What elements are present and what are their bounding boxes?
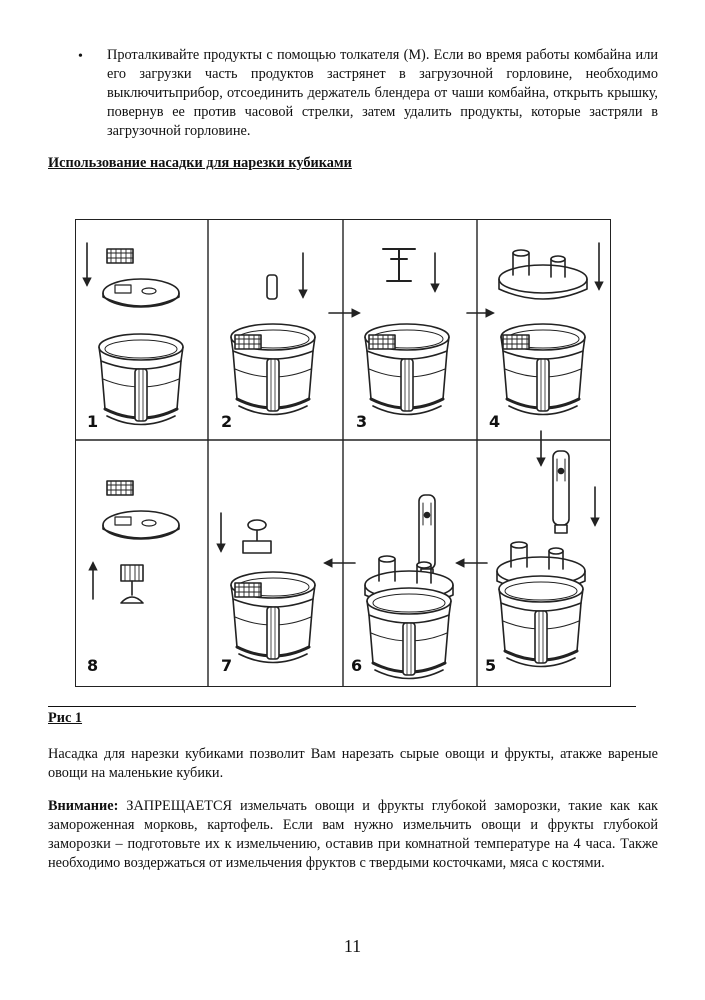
page-number: 11	[343, 936, 362, 956]
step-6-illustration	[364, 494, 454, 680]
caption-divider	[48, 706, 636, 707]
step-number-2: 2	[221, 412, 232, 431]
step-8-illustration	[88, 480, 180, 604]
step-number-3: 3	[356, 412, 367, 431]
warning-paragraph: Внимание: ЗАПРЕЩАЕТСЯ измельчать овощи и…	[48, 797, 658, 873]
assembly-figure: 1 2 3 4 8 7 6 5	[75, 219, 611, 687]
step-7-illustration	[216, 512, 317, 664]
bullet-symbol: •	[78, 49, 83, 64]
step-number-7: 7	[221, 656, 232, 675]
step-number-6: 6	[351, 656, 362, 675]
warning-text: ЗАПРЕЩАЕТСЯ измельчать овощи и фрукты гл…	[48, 798, 658, 871]
description-paragraph: Насадка для нарезки кубиками позволит Ва…	[48, 746, 658, 781]
step-number-1: 1	[87, 412, 98, 431]
step-4-illustration	[498, 242, 604, 416]
step-number-4: 4	[489, 412, 500, 431]
step-3-illustration	[363, 248, 451, 416]
warning-label: Внимание:	[48, 798, 119, 814]
assembly-diagram: 1 2 3 4 8 7 6 5	[75, 219, 611, 687]
bullet-item: • Проталкивайте продукты с помощью толка…	[78, 46, 658, 141]
bullet-text: Проталкивайте продукты с помощью толкате…	[107, 47, 658, 139]
step-5-illustration	[496, 430, 600, 668]
step-1-illustration	[82, 242, 185, 426]
step-2-illustration	[229, 252, 317, 416]
section-heading: Использование насадки для нарезки кубика…	[48, 155, 352, 171]
step-number-8: 8	[87, 656, 98, 675]
figure-caption: Рис 1	[48, 710, 83, 726]
step-number-5: 5	[485, 656, 496, 675]
